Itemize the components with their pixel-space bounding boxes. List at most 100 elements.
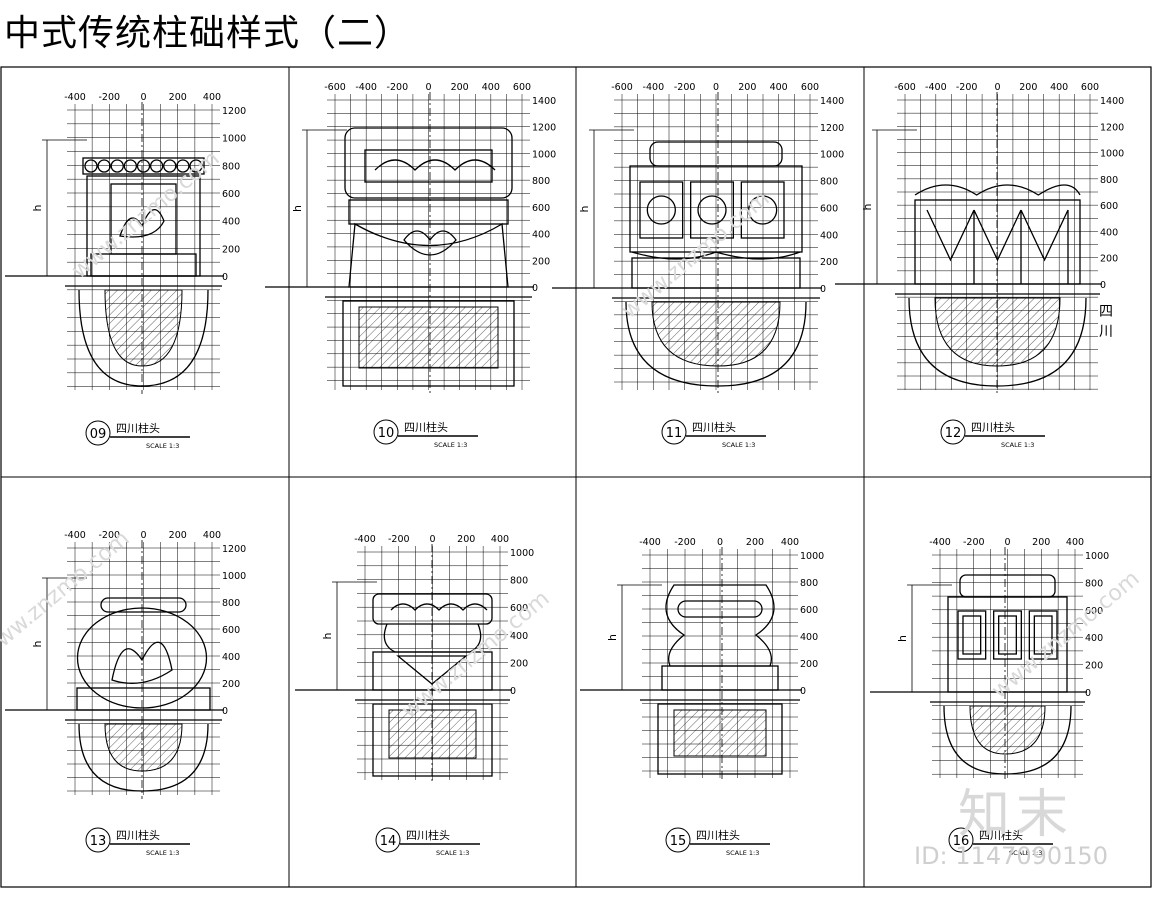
recessed-panel	[993, 610, 1022, 660]
y-tick-label: 600	[800, 605, 818, 616]
x-tick-label: -400	[639, 537, 661, 548]
panel-number-circle	[661, 419, 687, 445]
base-plinth	[90, 253, 197, 277]
plan-outline	[908, 297, 1087, 387]
y-tick-label: 200	[222, 679, 240, 690]
x-tick-label: 400	[491, 534, 509, 545]
y-tick-label: 1400	[1100, 96, 1124, 107]
x-tick-label: 400	[203, 92, 221, 103]
plan-hatch	[969, 705, 1046, 755]
y-tick-label: 1000	[1100, 149, 1124, 160]
y-tick-label: 600	[1100, 201, 1118, 212]
y-tick-label: 600	[820, 203, 838, 214]
panel-number: 13	[90, 834, 107, 849]
y-tick-label: 400	[820, 230, 838, 241]
base-plinth	[661, 665, 779, 691]
x-tick-label: -400	[354, 534, 376, 545]
y-tick-label: 200	[1100, 254, 1118, 265]
base-plinth	[631, 257, 801, 289]
y-tick-label: 200	[1085, 661, 1103, 672]
plan-hatch	[104, 723, 183, 772]
y-tick-label: 800	[1100, 175, 1118, 186]
y-tick-label: 1200	[820, 123, 844, 134]
x-tick-label: 200	[1032, 537, 1050, 548]
height-label: h	[896, 635, 909, 642]
y-tick-label: 1400	[532, 96, 556, 107]
x-tick-label: 600	[801, 82, 819, 93]
x-tick-label: -200	[98, 92, 120, 103]
x-tick-label: 200	[746, 537, 764, 548]
panel-name: 四川柱头	[116, 828, 160, 842]
panel-scale: SCALE 1:3	[726, 849, 759, 857]
plan-outline	[657, 703, 783, 775]
panel-name: 四川柱头	[406, 828, 450, 842]
bead	[123, 159, 138, 173]
panel-name: 四川柱头	[404, 420, 448, 434]
y-tick-label: 200	[510, 658, 528, 669]
y-tick-label: 200	[800, 659, 818, 670]
panel-scale: SCALE 1:3	[436, 849, 469, 857]
x-tick-label: 400	[482, 82, 500, 93]
panel-number: 11	[666, 426, 683, 441]
y-tick-label: 1000	[510, 548, 534, 559]
panel-number: 14	[380, 834, 397, 849]
sheet-frame	[0, 66, 1152, 888]
y-tick-label: 1200	[222, 544, 246, 555]
y-tick-label: 400	[510, 631, 528, 642]
x-tick-label: -200	[674, 82, 696, 93]
y-tick-label: 1200	[532, 123, 556, 134]
x-tick-label: -200	[388, 534, 410, 545]
panel-number: 10	[378, 426, 395, 441]
y-tick-label: 1200	[222, 106, 246, 117]
y-tick-label: 600	[222, 189, 240, 200]
cloud-cap	[914, 184, 1081, 196]
y-tick-label: 400	[1100, 227, 1118, 238]
y-tick-label: 800	[820, 177, 838, 188]
y-tick-label: 400	[800, 632, 818, 643]
bead-ring	[100, 597, 187, 613]
x-tick-label: -200	[98, 530, 120, 541]
panel-scale: SCALE 1:3	[1001, 441, 1034, 449]
panel-number-circle	[85, 827, 111, 853]
lotus-carving	[111, 641, 173, 684]
y-tick-label: 800	[222, 598, 240, 609]
y-tick-label: 0	[222, 272, 228, 283]
panel-inset	[1033, 615, 1053, 655]
x-tick-label: 0	[717, 537, 723, 548]
y-tick-label: 400	[532, 230, 550, 241]
v-carving	[926, 209, 975, 262]
x-tick-label: 200	[457, 534, 475, 545]
bead	[176, 159, 190, 173]
side-label-char: 川	[1099, 324, 1113, 340]
recessed-panel	[1028, 610, 1058, 660]
plan-hatch	[651, 301, 781, 367]
bead	[97, 159, 111, 173]
panel-name: 四川柱头	[116, 421, 160, 435]
height-label: h	[861, 203, 874, 210]
bead	[163, 159, 177, 173]
panel-name: 四川柱头	[971, 420, 1015, 434]
v-carving	[1020, 209, 1069, 262]
v-carving	[973, 209, 1022, 262]
y-tick-label: 0	[1085, 688, 1091, 699]
y-tick-label: 0	[532, 283, 538, 294]
grid	[67, 104, 220, 390]
base-plinth	[76, 687, 211, 711]
plan-hatch	[388, 709, 477, 759]
y-tick-label: 800	[222, 161, 240, 172]
x-tick-label: 400	[1050, 82, 1068, 93]
height-label: h	[291, 205, 304, 212]
plan-hatch	[358, 306, 499, 369]
x-tick-label: 0	[425, 82, 431, 93]
x-tick-label: -400	[925, 82, 947, 93]
y-tick-label: 200	[222, 244, 240, 255]
y-tick-label: 200	[532, 256, 550, 267]
bead	[189, 159, 203, 173]
x-tick-label: -400	[64, 92, 86, 103]
